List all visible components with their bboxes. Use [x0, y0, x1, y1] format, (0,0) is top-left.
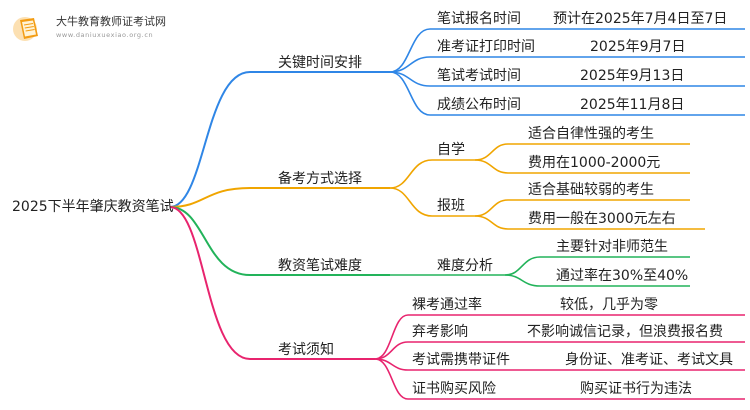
connector-time-4 [389, 71, 745, 116]
notice-item-value: 购买证书行为违法 [580, 381, 692, 397]
notice-item-label: 裸考通过率 [412, 297, 482, 313]
connector-root-notice [169, 206, 375, 360]
time-item-label: 笔试考试时间 [437, 68, 521, 84]
prep-detail: 费用在1000-2000元 [528, 155, 661, 171]
connector-self-2 [474, 159, 690, 174]
connector-diff-1 [504, 256, 690, 276]
prep-option-class: 报班 [437, 198, 465, 214]
prep-detail: 适合基础较弱的考生 [528, 182, 654, 198]
prep-option-self-study: 自学 [437, 142, 465, 158]
time-item-label: 准考证打印时间 [437, 39, 535, 55]
connector-notice-4 [374, 358, 745, 400]
difficulty-detail: 主要针对非师范生 [556, 239, 668, 255]
time-item-value: 预计在2025年7月4日至7日 [553, 11, 728, 27]
time-item-value: 2025年11月8日 [580, 97, 685, 113]
connector-time-1 [389, 28, 745, 73]
connector-time-2 [389, 56, 745, 73]
connector-root-time [169, 71, 390, 208]
branch-time-schedule: 关键时间安排 [278, 55, 362, 71]
connector-root-diff [169, 206, 390, 276]
time-item-label: 笔试报名时间 [437, 11, 521, 27]
notice-item-value: 身份证、准考证、考试文具 [565, 352, 733, 368]
notice-item-value: 不影响诚信记录，但浪费报名费 [527, 324, 723, 340]
branch-exam-notice: 考试须知 [278, 342, 334, 358]
book-logo-icon [13, 17, 38, 41]
difficulty-detail: 通过率在30%至40% [556, 268, 689, 284]
notice-item-value: 较低，几乎为零 [560, 297, 658, 313]
prep-detail: 适合自律性强的考生 [528, 126, 654, 142]
connector-class-1 [474, 199, 690, 217]
logo-title: 大牛教育教师证考试网 [56, 15, 166, 28]
connector-root-prep [169, 187, 390, 208]
prep-detail: 费用一般在3000元左右 [528, 211, 676, 227]
notice-item-label: 考试需携带证件 [412, 352, 510, 368]
connector-notice-1 [374, 314, 745, 360]
notice-item-label: 弃考影响 [412, 324, 468, 340]
time-item-value: 2025年9月7日 [590, 39, 686, 55]
logo-url: www.daniuxuexiao.org.cn [56, 31, 154, 39]
time-item-value: 2025年9月13日 [580, 68, 685, 84]
connector-prep-self [389, 159, 475, 189]
connector-diff-2 [504, 274, 690, 287]
connector-notice-2 [374, 341, 745, 360]
connector-class-2 [474, 215, 705, 230]
site-logo: 大牛教育教师证考试网 www.daniuxuexiao.org.cn [12, 12, 187, 46]
branch-exam-difficulty: 教资笔试难度 [278, 258, 362, 274]
difficulty-analysis: 难度分析 [437, 258, 493, 274]
connector-self-1 [474, 143, 690, 161]
root-node: 2025下半年肇庆教资笔试 [12, 199, 174, 215]
time-item-label: 成绩公布时间 [437, 97, 521, 113]
branch-prep-method: 备考方式选择 [278, 171, 362, 187]
notice-item-label: 证书购买风险 [412, 381, 496, 397]
connector-prep-class [389, 187, 475, 217]
